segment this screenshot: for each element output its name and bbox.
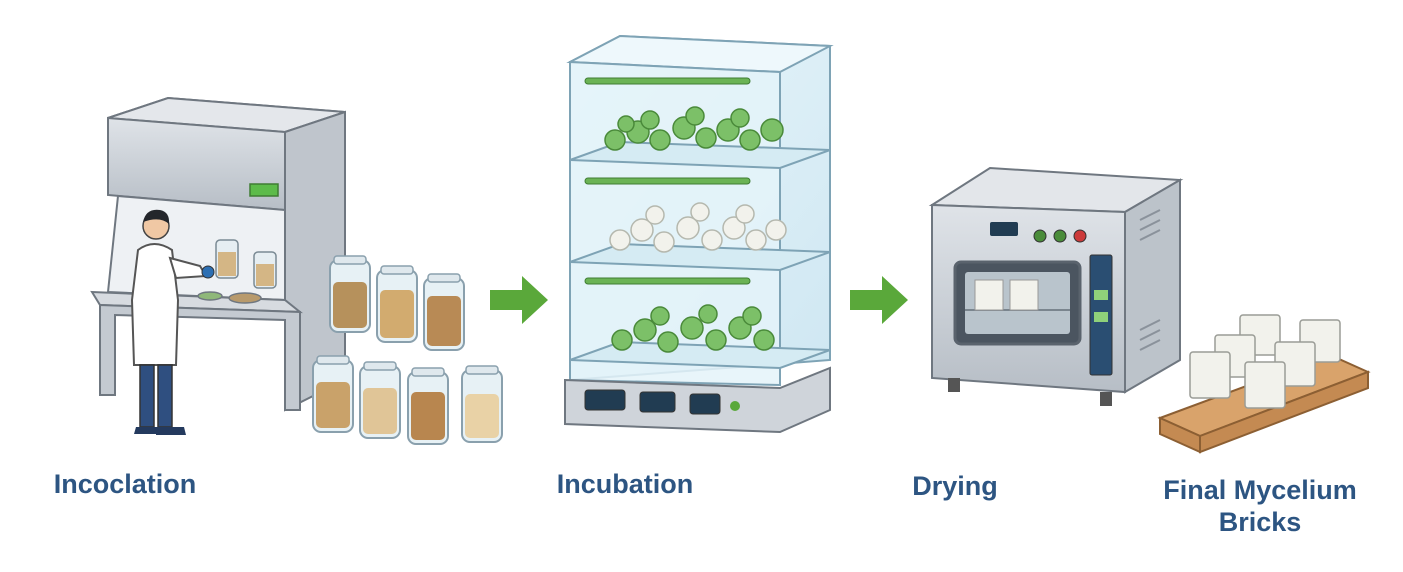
mycelium-growth-green-top xyxy=(604,106,784,151)
drying-oven xyxy=(928,166,1184,406)
mycelium-growth-white-middle xyxy=(609,202,787,253)
step-label-drying: Drying xyxy=(912,471,998,501)
step-label-incubation: Incubation xyxy=(556,469,694,499)
step-label-final-line1: Final Mycelium xyxy=(1163,475,1357,505)
cabinet-status-light xyxy=(249,183,279,197)
mycelium-bricks xyxy=(1189,314,1341,409)
arrow-right-icon xyxy=(850,276,908,324)
step-label-final-line2: Bricks xyxy=(1218,507,1302,537)
step-label-final-bricks: Final Mycelium Bricks xyxy=(1130,474,1390,538)
scientist-figure xyxy=(130,209,215,435)
mycelium-growth-green-bottom xyxy=(611,304,775,353)
biosafety-cabinet xyxy=(90,96,346,412)
spawn-jars xyxy=(312,255,503,445)
arrow-right-icon xyxy=(490,276,548,324)
incubator-base xyxy=(564,366,831,434)
step-label-inoculation: Incoclation xyxy=(53,469,197,499)
